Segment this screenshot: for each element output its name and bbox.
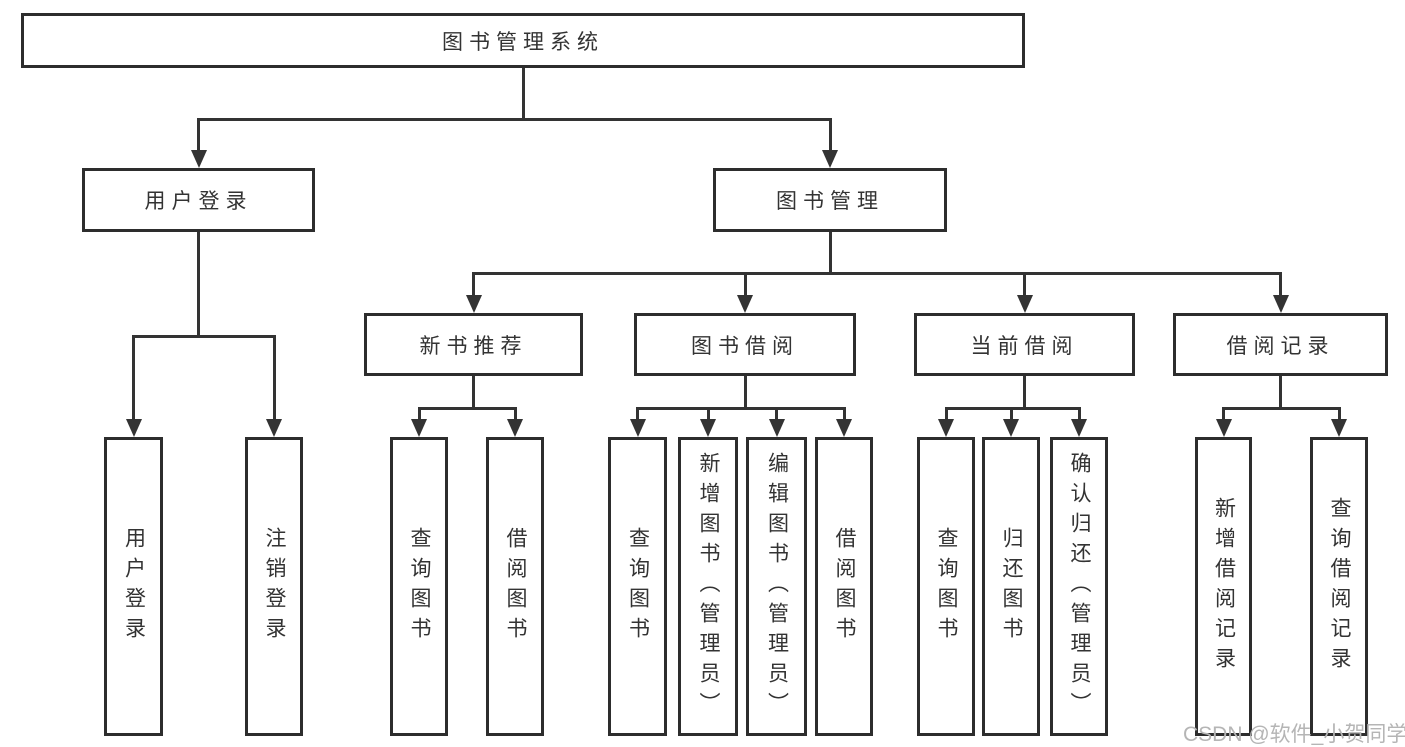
- arrowhead-icon: [125, 419, 142, 437]
- node-logout: 注销登录: [245, 437, 303, 736]
- node-label: 当前借阅: [970, 334, 1079, 358]
- node-borrow-records: 借阅记录: [1173, 313, 1388, 376]
- node-label: 编辑图书（管理员）: [765, 451, 789, 722]
- connector-drop: [472, 272, 475, 297]
- connector-rail: [1222, 407, 1341, 410]
- node-new-book-rec: 新书推荐: [364, 313, 583, 376]
- connector-drop: [1077, 407, 1081, 421]
- node-br-query-record: 查询借阅记录: [1310, 437, 1368, 736]
- watermark: CSDN @软件_小贺同学: [1183, 723, 1405, 746]
- connector-drop: [272, 335, 276, 421]
- node-cb-confirm-return: 确认归还（管理员）: [1050, 437, 1108, 736]
- connector-stem: [472, 376, 475, 410]
- arrowhead-icon: [190, 150, 207, 168]
- arrowhead-icon: [1071, 419, 1087, 437]
- node-label: 用户登录: [122, 526, 146, 647]
- connector-drop: [706, 407, 710, 421]
- arrowhead-icon: [1215, 419, 1232, 437]
- node-label: 图书管理系统: [442, 30, 604, 54]
- arrowhead-icon: [1016, 295, 1033, 313]
- arrowhead-icon: [822, 150, 838, 168]
- node-book-mgmt: 图书管理: [713, 168, 947, 232]
- connector-stem: [828, 232, 832, 275]
- arrowhead-icon: [1003, 419, 1019, 437]
- connector-drop: [828, 118, 832, 152]
- connector-drop: [775, 407, 778, 421]
- node-br-add-record: 新增借阅记录: [1195, 437, 1252, 736]
- connector-drop: [944, 407, 948, 421]
- connector-rail: [944, 407, 1081, 410]
- connector-stem: [743, 376, 747, 410]
- node-cb-query-books: 查询图书: [917, 437, 975, 736]
- connector-drop: [1023, 272, 1026, 297]
- connector-stem: [197, 232, 200, 338]
- connector-drop: [1009, 407, 1013, 421]
- connector-rail: [132, 335, 276, 338]
- arrowhead-icon: [1331, 419, 1347, 437]
- node-label: 新书推荐: [419, 334, 528, 358]
- node-bb-query-books: 查询图书: [608, 437, 667, 736]
- node-label: 确认归还（管理员）: [1068, 451, 1091, 722]
- node-label: 查询借阅记录: [1328, 496, 1351, 677]
- node-rec-borrow-books: 借阅图书: [486, 437, 544, 736]
- connector-stem: [1279, 376, 1282, 410]
- connector-rail: [636, 407, 846, 410]
- arrowhead-icon: [411, 419, 427, 437]
- node-user-login: 用户登录: [82, 168, 315, 232]
- node-label: 查询图书: [935, 526, 958, 647]
- connector-drop: [417, 407, 421, 421]
- arrowhead-icon: [737, 295, 753, 313]
- arrowhead-icon: [465, 295, 482, 313]
- arrowhead-icon: [1272, 295, 1289, 313]
- node-label: 借阅记录: [1226, 334, 1335, 358]
- node-label: 借阅图书: [833, 526, 856, 647]
- node-label: 归还图书: [1000, 526, 1023, 647]
- node-label: 新增借阅记录: [1212, 496, 1236, 677]
- arrowhead-icon: [700, 419, 716, 437]
- node-cb-return-books: 归还图书: [982, 437, 1040, 736]
- connector-drop: [1279, 272, 1282, 297]
- arrowhead-icon: [768, 419, 785, 437]
- connector-drop: [636, 407, 639, 421]
- connector-drop: [842, 407, 846, 421]
- node-current-borrow: 当前借阅: [914, 313, 1135, 376]
- arrowhead-icon: [629, 419, 646, 437]
- arrowhead-icon: [836, 419, 852, 437]
- node-root: 图书管理系统: [21, 13, 1025, 68]
- connector-drop: [1337, 407, 1341, 421]
- node-bb-add-books: 新增图书（管理员）: [678, 437, 738, 736]
- node-label: 查询图书: [408, 526, 431, 647]
- arrowhead-icon: [507, 419, 523, 437]
- node-bb-borrow-books: 借阅图书: [815, 437, 873, 736]
- connector-drop: [197, 118, 200, 152]
- connector-drop: [743, 272, 747, 297]
- node-label: 图书管理: [776, 190, 884, 213]
- connector-stem: [521, 68, 525, 121]
- connector-drop: [132, 335, 135, 421]
- arrowhead-icon: [938, 419, 954, 437]
- node-label: 查询图书: [626, 526, 650, 647]
- connector-rail: [197, 118, 832, 121]
- node-label: 新增图书（管理员）: [697, 451, 720, 722]
- node-label: 图书借阅: [691, 334, 799, 358]
- node-label: 注销登录: [263, 526, 286, 647]
- connector-drop: [513, 407, 517, 421]
- connector-stem: [1023, 376, 1026, 410]
- node-book-borrow: 图书借阅: [634, 313, 856, 376]
- node-rec-query-books: 查询图书: [390, 437, 448, 736]
- node-login: 用户登录: [104, 437, 163, 736]
- node-label: 借阅图书: [504, 526, 527, 647]
- arrowhead-icon: [266, 419, 282, 437]
- connector-rail: [417, 407, 517, 410]
- node-label: 用户登录: [144, 190, 253, 213]
- connector-rail: [472, 272, 1282, 275]
- node-bb-edit-books: 编辑图书（管理员）: [746, 437, 807, 736]
- connector-drop: [1222, 407, 1225, 421]
